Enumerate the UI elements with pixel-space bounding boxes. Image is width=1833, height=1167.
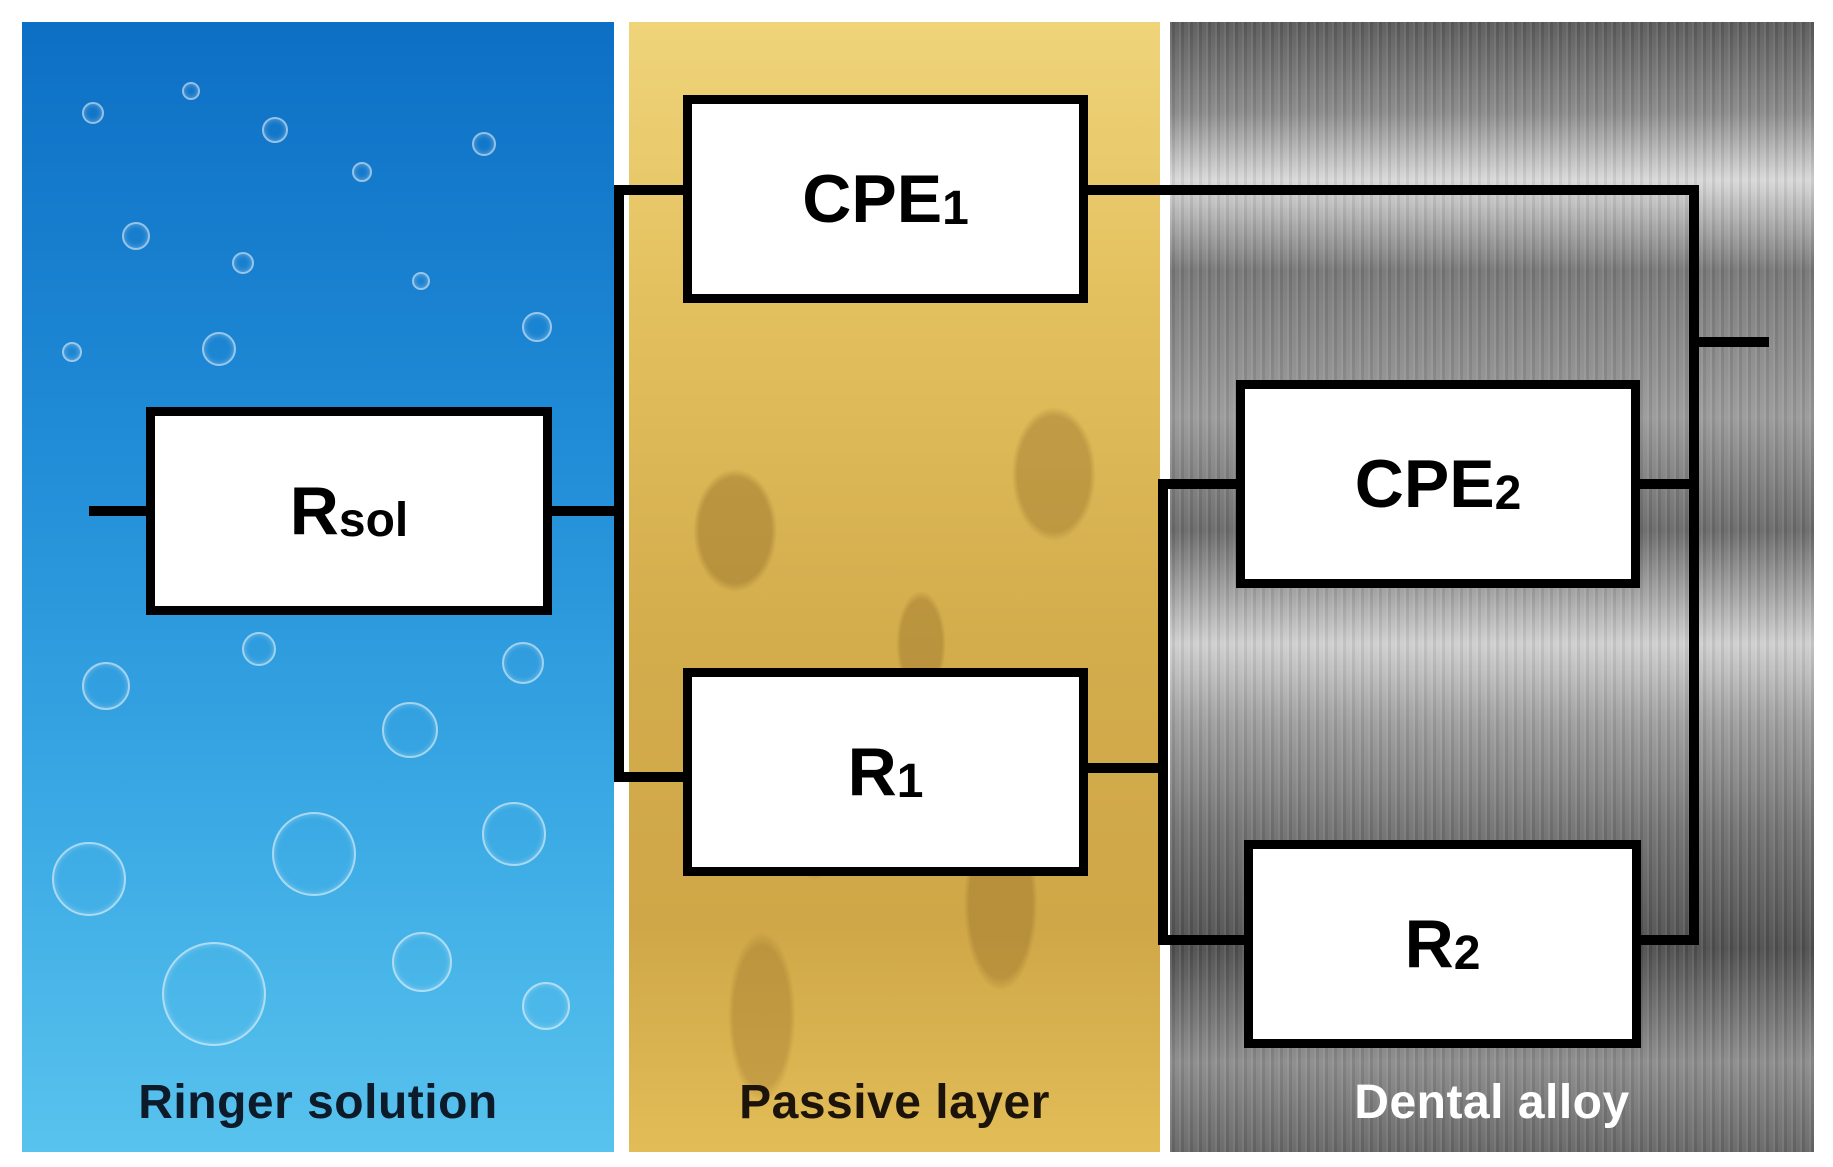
cpe2-symbol: CPE	[1354, 446, 1495, 522]
bubble-decoration	[482, 802, 546, 866]
bubble-decoration	[392, 932, 452, 992]
bubble-decoration	[232, 252, 254, 274]
dental-alloy-label: Dental alloy	[1354, 1076, 1630, 1129]
bubble-decoration	[82, 662, 130, 710]
bubble-decoration	[472, 132, 496, 156]
bubble-decoration	[202, 332, 236, 366]
bubble-decoration	[122, 222, 150, 250]
cpe2-subscript: 2	[1494, 467, 1522, 520]
bubble-decoration	[412, 272, 430, 290]
bubble-decoration	[522, 312, 552, 342]
bubble-decoration	[502, 642, 544, 684]
bubble-decoration	[352, 162, 372, 182]
cpe1-subscript: 1	[942, 182, 969, 235]
bubble-decoration	[262, 117, 288, 143]
bubble-decoration	[182, 82, 200, 100]
r2-subscript: 2	[1453, 927, 1481, 980]
rsol-subscript: sol	[338, 494, 409, 547]
bubble-decoration	[82, 102, 104, 124]
cpe1-symbol: CPE	[802, 161, 943, 237]
bubble-decoration	[62, 342, 82, 362]
bubble-decoration	[272, 812, 356, 896]
ringer-solution-label: Ringer solution	[138, 1076, 498, 1129]
bubble-decoration	[162, 942, 266, 1046]
bubble-decoration	[242, 632, 276, 666]
r2-symbol: R	[1404, 906, 1454, 982]
bubble-decoration	[52, 842, 126, 916]
passive-layer-label: Passive layer	[739, 1076, 1050, 1129]
bubble-decoration	[522, 982, 570, 1030]
bubble-decoration	[382, 702, 438, 758]
rsol-symbol: R	[289, 473, 339, 549]
r1-subscript: 1	[896, 755, 924, 808]
r1-symbol: R	[847, 734, 897, 810]
